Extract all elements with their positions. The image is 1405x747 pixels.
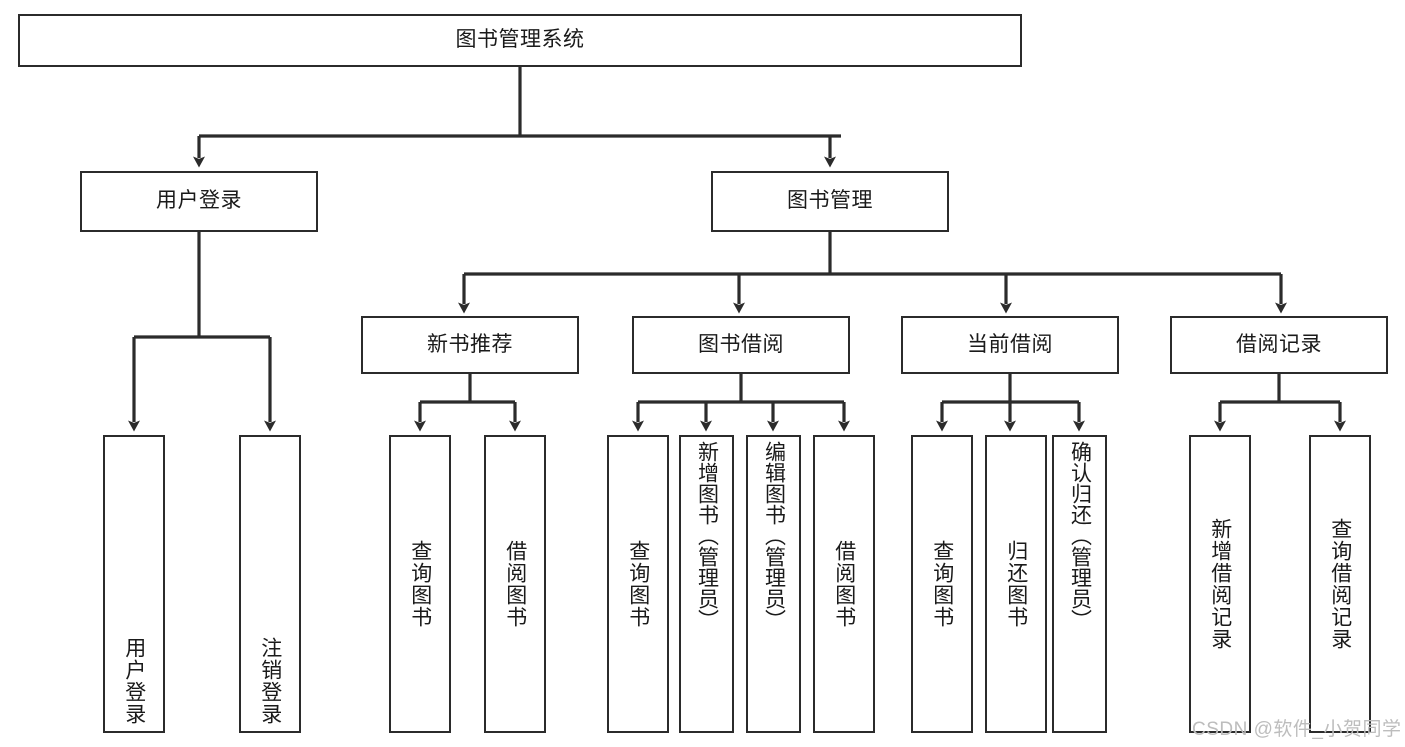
node-new-book-recommend-label: 新书推荐 xyxy=(427,332,513,356)
node-book-borrow-label: 图书借阅 xyxy=(698,332,784,356)
leaf-user-login-label: 用户登录 xyxy=(122,637,146,725)
node-borrow-record[interactable]: 借阅记录 xyxy=(1170,316,1388,374)
node-root-label: 图书管理系统 xyxy=(455,28,585,52)
leaf-confirm-return-admin-label: 确认归还（管理员） xyxy=(1068,441,1092,630)
leaf-borrow-book-recommend-label: 借阅图书 xyxy=(503,540,527,628)
leaf-logout-label: 注销登录 xyxy=(258,637,282,725)
leaf-borrow-book-borrow[interactable]: 借阅图书 xyxy=(813,435,875,733)
leaf-query-book-current[interactable]: 查询图书 xyxy=(911,435,973,733)
leaf-add-book-admin[interactable]: 新增图书（管理员） xyxy=(679,435,734,733)
leaf-edit-book-admin[interactable]: 编辑图书（管理员） xyxy=(746,435,801,733)
node-user-login-label: 用户登录 xyxy=(156,189,242,213)
leaf-edit-book-admin-label: 编辑图书（管理员） xyxy=(762,441,786,630)
leaf-query-book-recommend-label: 查询图书 xyxy=(408,540,432,628)
node-borrow-record-label: 借阅记录 xyxy=(1236,332,1322,356)
leaf-add-book-admin-label: 新增图书（管理员） xyxy=(695,441,719,630)
leaf-query-book-borrow[interactable]: 查询图书 xyxy=(607,435,669,733)
csdn-watermark: CSDN @软件_小贺同学 xyxy=(1192,719,1402,740)
node-current-borrow[interactable]: 当前借阅 xyxy=(901,316,1119,374)
node-book-manage-label: 图书管理 xyxy=(787,189,873,213)
node-new-book-recommend[interactable]: 新书推荐 xyxy=(361,316,579,374)
node-root[interactable]: 图书管理系统 xyxy=(18,14,1022,67)
leaf-confirm-return-admin[interactable]: 确认归还（管理员） xyxy=(1052,435,1107,733)
node-user-login[interactable]: 用户登录 xyxy=(80,171,318,232)
leaf-add-borrow-record[interactable]: 新增借阅记录 xyxy=(1189,435,1251,733)
leaf-add-borrow-record-label: 新增借阅记录 xyxy=(1208,518,1232,650)
leaf-query-book-recommend[interactable]: 查询图书 xyxy=(389,435,451,733)
leaf-return-book-label: 归还图书 xyxy=(1004,540,1028,628)
leaf-query-book-borrow-label: 查询图书 xyxy=(626,540,650,628)
leaf-borrow-book-borrow-label: 借阅图书 xyxy=(832,540,856,628)
leaf-user-login[interactable]: 用户登录 xyxy=(103,435,165,733)
leaf-query-borrow-record-label: 查询借阅记录 xyxy=(1328,518,1352,650)
leaf-query-book-current-label: 查询图书 xyxy=(930,540,954,628)
node-book-borrow[interactable]: 图书借阅 xyxy=(632,316,850,374)
leaf-borrow-book-recommend[interactable]: 借阅图书 xyxy=(484,435,546,733)
node-book-manage[interactable]: 图书管理 xyxy=(711,171,949,232)
leaf-query-borrow-record[interactable]: 查询借阅记录 xyxy=(1309,435,1371,733)
node-current-borrow-label: 当前借阅 xyxy=(967,332,1053,356)
leaf-return-book[interactable]: 归还图书 xyxy=(985,435,1047,733)
leaf-logout[interactable]: 注销登录 xyxy=(239,435,301,733)
